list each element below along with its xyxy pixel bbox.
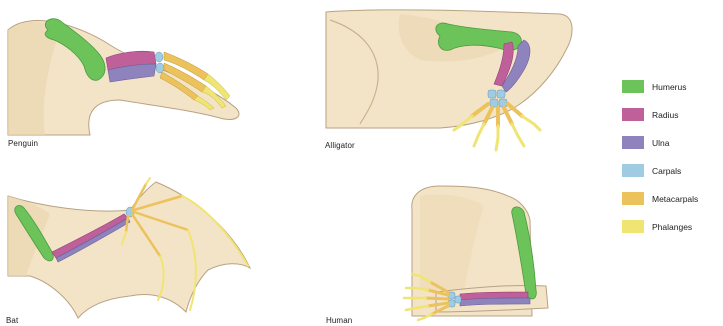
carpals-swatch [622, 164, 644, 177]
radius-swatch [622, 108, 644, 121]
legend-label-ulna: Ulna [652, 138, 669, 148]
legend-item-carpals: Carpals [622, 164, 722, 178]
legend-item-metacarpals: Metacarpals [622, 192, 722, 206]
legend-label-radius: Radius [652, 110, 678, 120]
alligator-illustration [326, 10, 572, 150]
legend-label-metacarpals: Metacarpals [652, 194, 698, 204]
penguin-carpals [155, 52, 164, 73]
humerus-swatch [622, 80, 644, 93]
penguin-illustration [8, 19, 239, 135]
penguin-label: Penguin [8, 139, 38, 148]
legend-item-humerus: Humerus [622, 80, 722, 94]
legend-item-phalanges: Phalanges [622, 220, 722, 234]
bat-label: Bat [6, 316, 18, 325]
legend-item-ulna: Ulna [622, 136, 722, 150]
legend-label-carpals: Carpals [652, 166, 681, 176]
human-label: Human [326, 316, 352, 325]
ulna-swatch [622, 136, 644, 149]
bat-illustration [8, 178, 250, 318]
legend-item-radius: Radius [622, 108, 722, 122]
phalanges-swatch [622, 220, 644, 233]
metacarpals-swatch [622, 192, 644, 205]
human-illustration [404, 186, 548, 320]
alligator-label: Alligator [325, 141, 355, 150]
legend-label-humerus: Humerus [652, 82, 686, 92]
legend-label-phalanges: Phalanges [652, 222, 692, 232]
